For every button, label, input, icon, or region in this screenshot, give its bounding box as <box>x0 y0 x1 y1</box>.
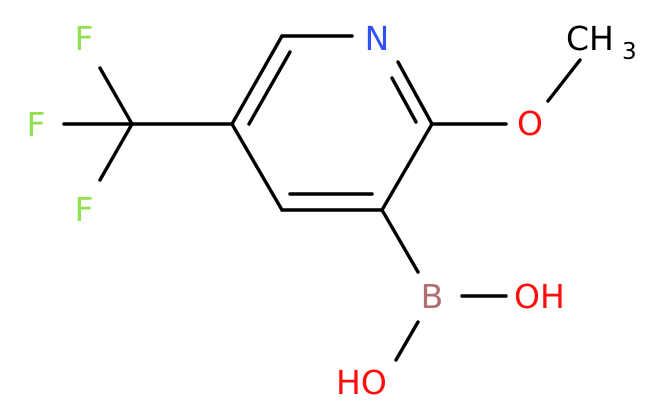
bonds <box>62 34 582 362</box>
atom-boron: B <box>421 277 444 316</box>
bond-cf3-f1 <box>98 66 134 126</box>
atom-nitrogen: N <box>365 19 390 58</box>
bond-cf3-f3 <box>98 122 134 182</box>
atom-methyl-subscript: 3 <box>622 39 637 65</box>
atom-hydroxyl-lower: HO <box>336 363 387 402</box>
bond-c5-c6 <box>230 34 284 126</box>
bond-c4-c5 <box>230 122 284 212</box>
bond-b-oh-lower <box>394 320 420 362</box>
atom-methyl: CH <box>566 19 614 58</box>
atom-fluorine-3: F <box>75 190 94 229</box>
bond-o-ch3 <box>546 58 582 103</box>
atom-fluorine-1: F <box>75 19 94 58</box>
atom-hydroxyl-right: OH <box>514 277 565 316</box>
atom-labels: N O CH 3 F F F B OH HO <box>27 19 637 402</box>
bond-n1-c2 <box>396 60 434 126</box>
bond-n1-c2-inner <box>390 76 418 124</box>
atom-fluorine-2: F <box>27 105 46 144</box>
bond-c5-c6-inner <box>247 50 292 126</box>
bond-c3-b <box>380 208 420 274</box>
bond-c2-c3 <box>380 122 434 212</box>
atom-oxygen-methoxy: O <box>517 104 543 143</box>
